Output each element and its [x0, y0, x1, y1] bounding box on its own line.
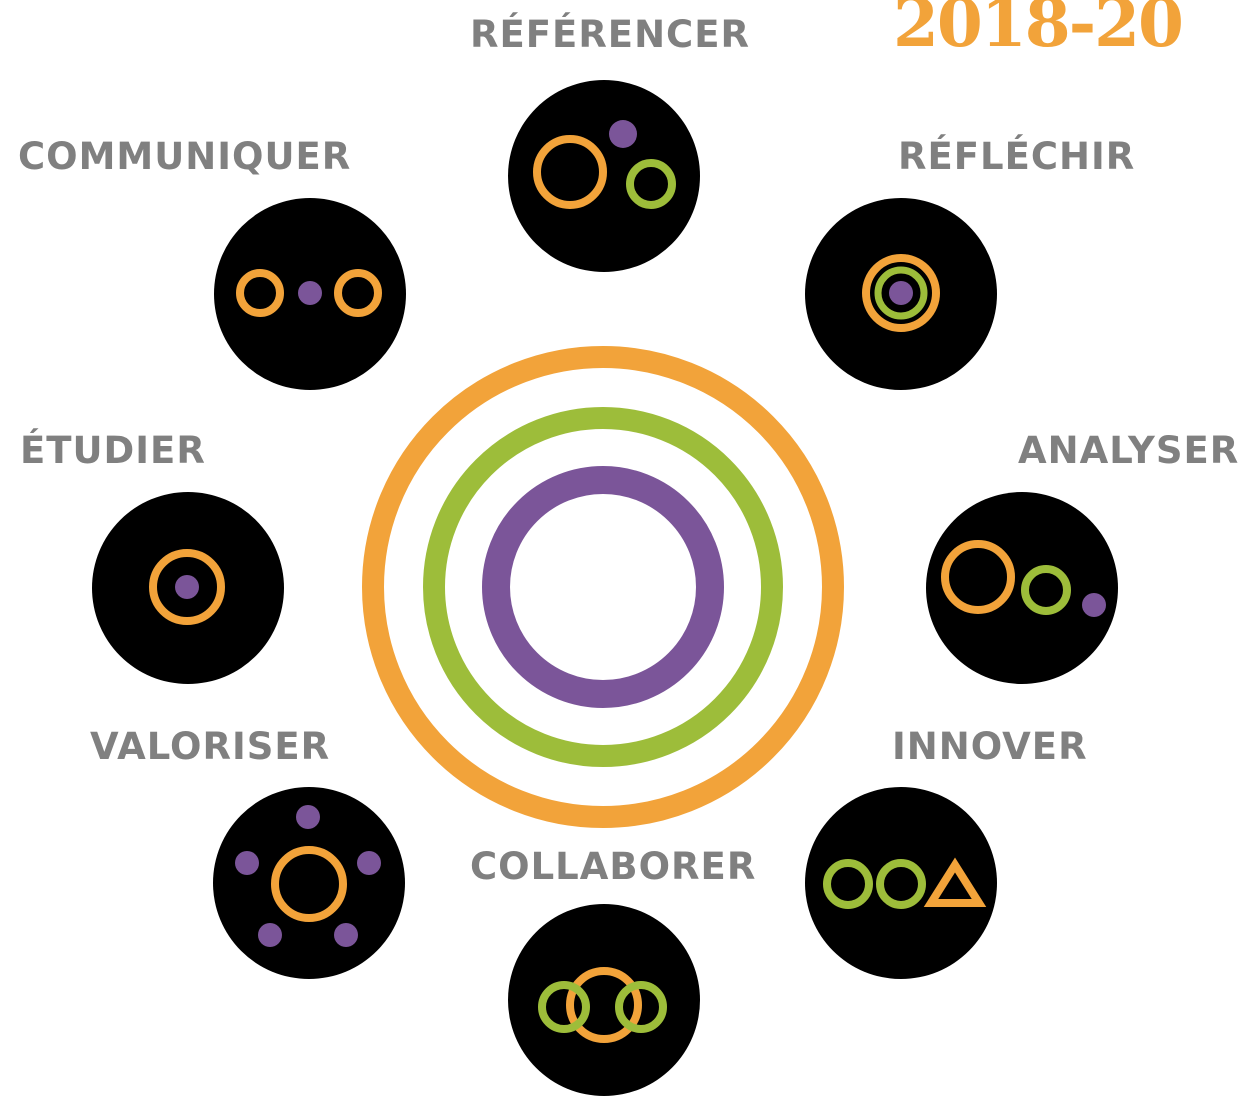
label-innover: INNOVER	[892, 725, 1088, 768]
innover-icon	[805, 787, 997, 979]
label-analyser: ANALYSER	[1018, 429, 1238, 472]
label-reflechir: RÉFLÉCHIR	[898, 135, 1136, 178]
label-collaborer: COLLABORER	[470, 845, 757, 888]
middle-green-ring	[423, 407, 783, 767]
communiquer-icon	[214, 198, 406, 390]
label-referencer: RÉFÉRENCER	[470, 13, 750, 56]
reflechir-icon	[805, 198, 997, 390]
year-title: 2018-20	[893, 0, 1184, 62]
label-valoriser: VALORISER	[90, 725, 331, 768]
label-etudier: ÉTUDIER	[20, 429, 206, 472]
etudier-icon	[92, 492, 284, 684]
label-communiquer: COMMUNIQUER	[18, 135, 352, 178]
referencer-icon	[508, 80, 700, 272]
outer-orange-ring	[362, 346, 844, 828]
analyser-icon	[926, 492, 1118, 684]
valoriser-icon	[213, 787, 405, 979]
collaborer-icon	[508, 904, 700, 1096]
inner-purple-ring	[482, 466, 724, 708]
